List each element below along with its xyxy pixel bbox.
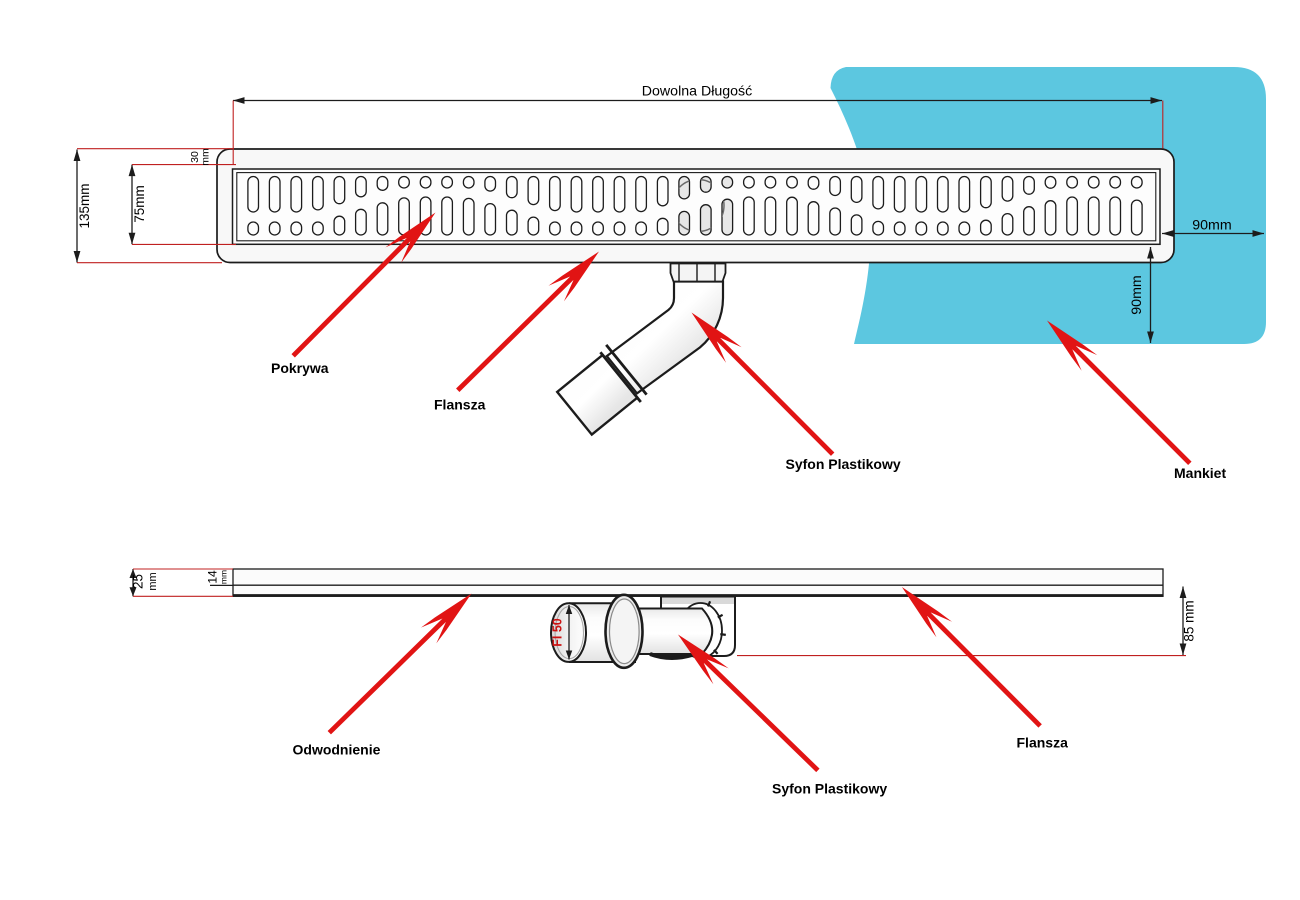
svg-text:90mm: 90mm (1192, 218, 1231, 234)
svg-text:14: 14 (206, 570, 220, 584)
svg-text:Mankiet: Mankiet (1174, 465, 1226, 481)
svg-text:30: 30 (189, 151, 201, 163)
svg-text:Syfon Plastikowy: Syfon Plastikowy (786, 456, 901, 472)
svg-text:75mm: 75mm (132, 185, 147, 223)
svg-text:mm: mm (147, 572, 159, 590)
svg-text:Flansza: Flansza (434, 397, 486, 413)
svg-text:mm: mm (219, 570, 229, 584)
svg-text:25: 25 (131, 574, 146, 589)
svg-text:Flansza: Flansza (1017, 735, 1069, 751)
svg-text:mm: mm (200, 148, 212, 166)
svg-text:Pokrywa: Pokrywa (271, 360, 329, 376)
svg-text:135mm: 135mm (77, 183, 92, 228)
svg-text:90mm: 90mm (1129, 275, 1145, 314)
svg-text:85 mm: 85 mm (1182, 600, 1197, 641)
svg-text:Syfon Plastikowy: Syfon Plastikowy (772, 781, 887, 797)
svg-text:Odwodnienie: Odwodnienie (293, 742, 381, 758)
svg-text:Dowolna Długość: Dowolna Długość (642, 84, 752, 100)
svg-text:FI 50: FI 50 (551, 618, 565, 647)
